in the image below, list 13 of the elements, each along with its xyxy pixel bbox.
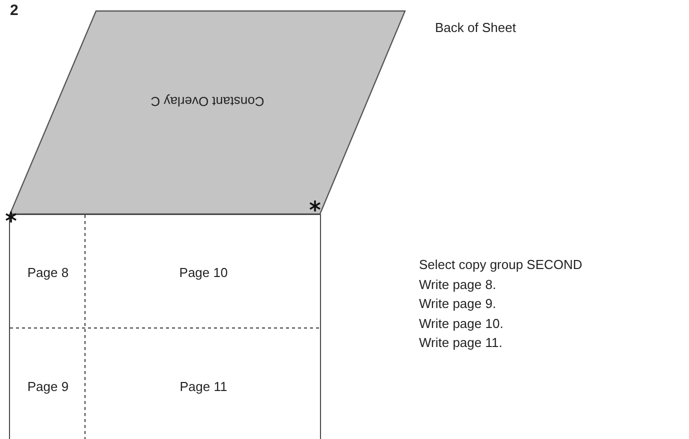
note-text: Select copy group SECOND xyxy=(419,257,582,272)
note-text: Write page 8. xyxy=(419,277,496,292)
page-label: Page 11 xyxy=(180,378,228,394)
upside-down-text: Constant Overlay C xyxy=(150,94,266,109)
note-text: Write page 10. xyxy=(419,316,504,331)
sheet-rectangle xyxy=(9,214,321,439)
page-label: Page 10 xyxy=(179,264,228,280)
figure-number: 2 xyxy=(10,2,18,19)
page-label: Page 8 xyxy=(27,264,69,280)
note-text: Write page 11. xyxy=(419,335,502,350)
page-label: Page 9 xyxy=(27,378,69,394)
note-text: Write page 9. xyxy=(419,296,496,311)
note-text: Back of Sheet xyxy=(435,20,516,35)
